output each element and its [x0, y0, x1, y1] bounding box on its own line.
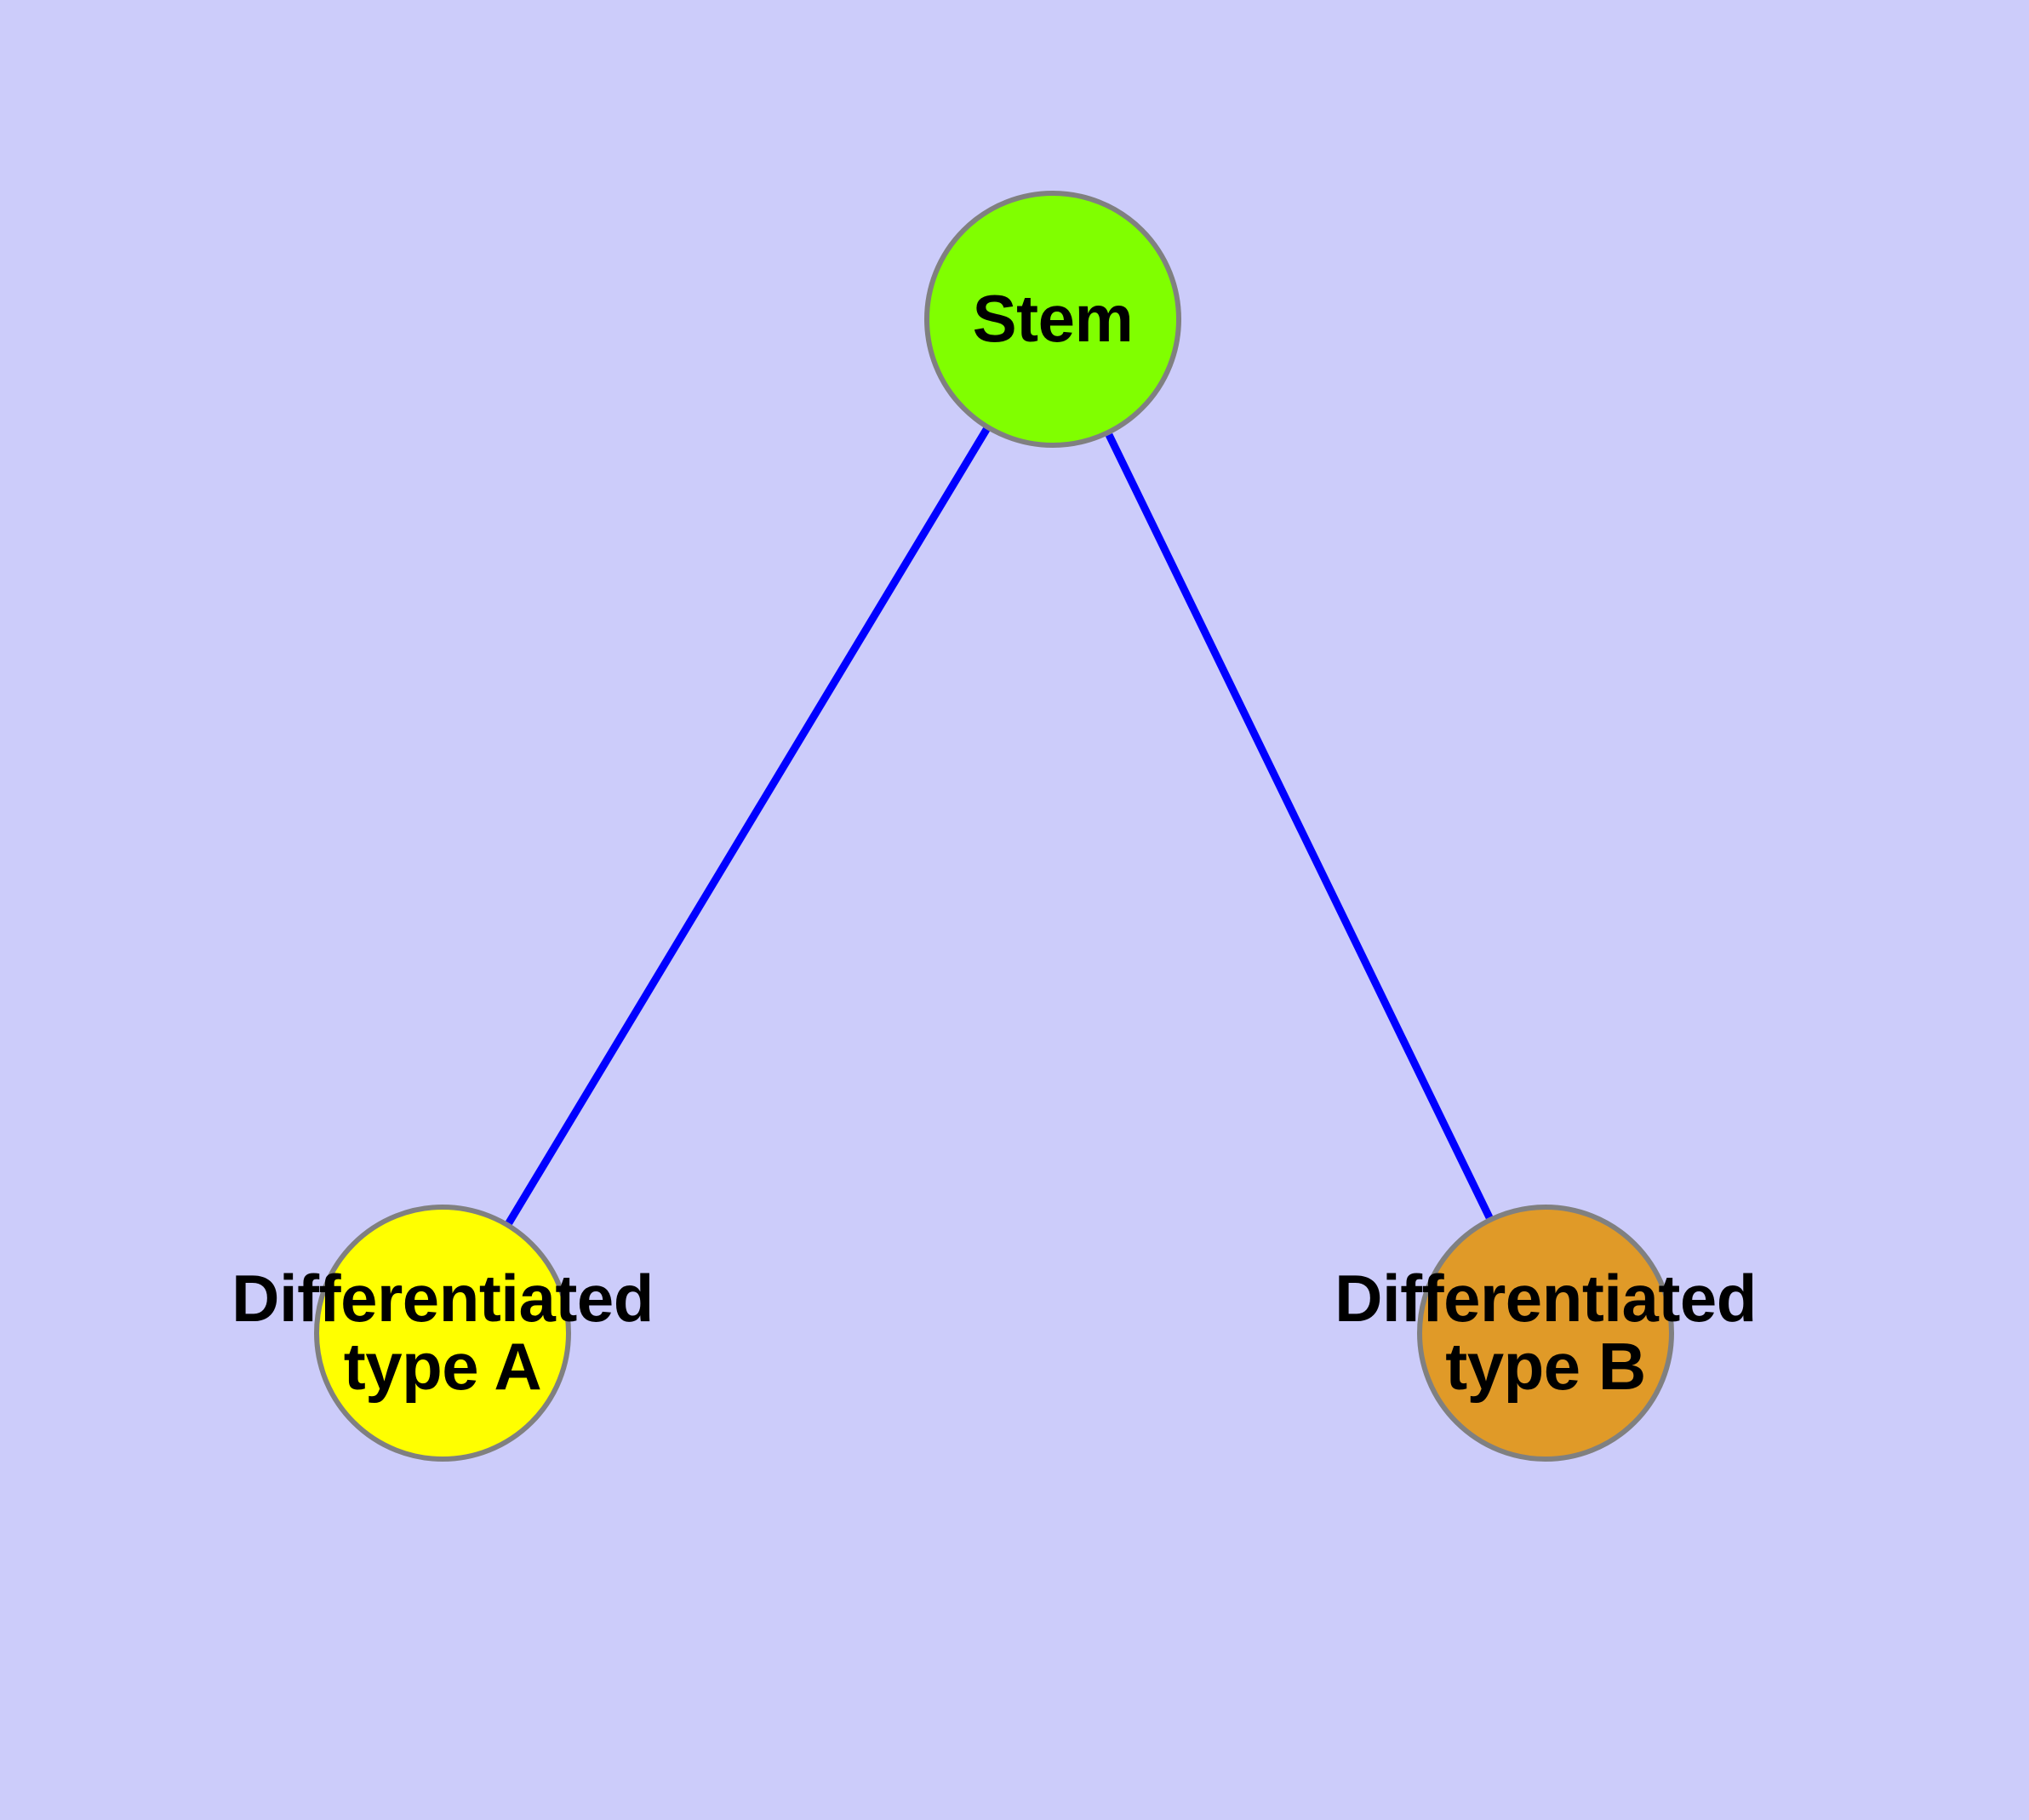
- edge-stem-to-differentiated-type-b[interactable]: [1105, 432, 1494, 1220]
- node-differentiated-type-b[interactable]: [1417, 1205, 1674, 1462]
- edge-stem-to-differentiated-type-a[interactable]: [506, 427, 990, 1225]
- node-stem[interactable]: [924, 191, 1181, 448]
- node-differentiated-type-a[interactable]: [314, 1205, 571, 1462]
